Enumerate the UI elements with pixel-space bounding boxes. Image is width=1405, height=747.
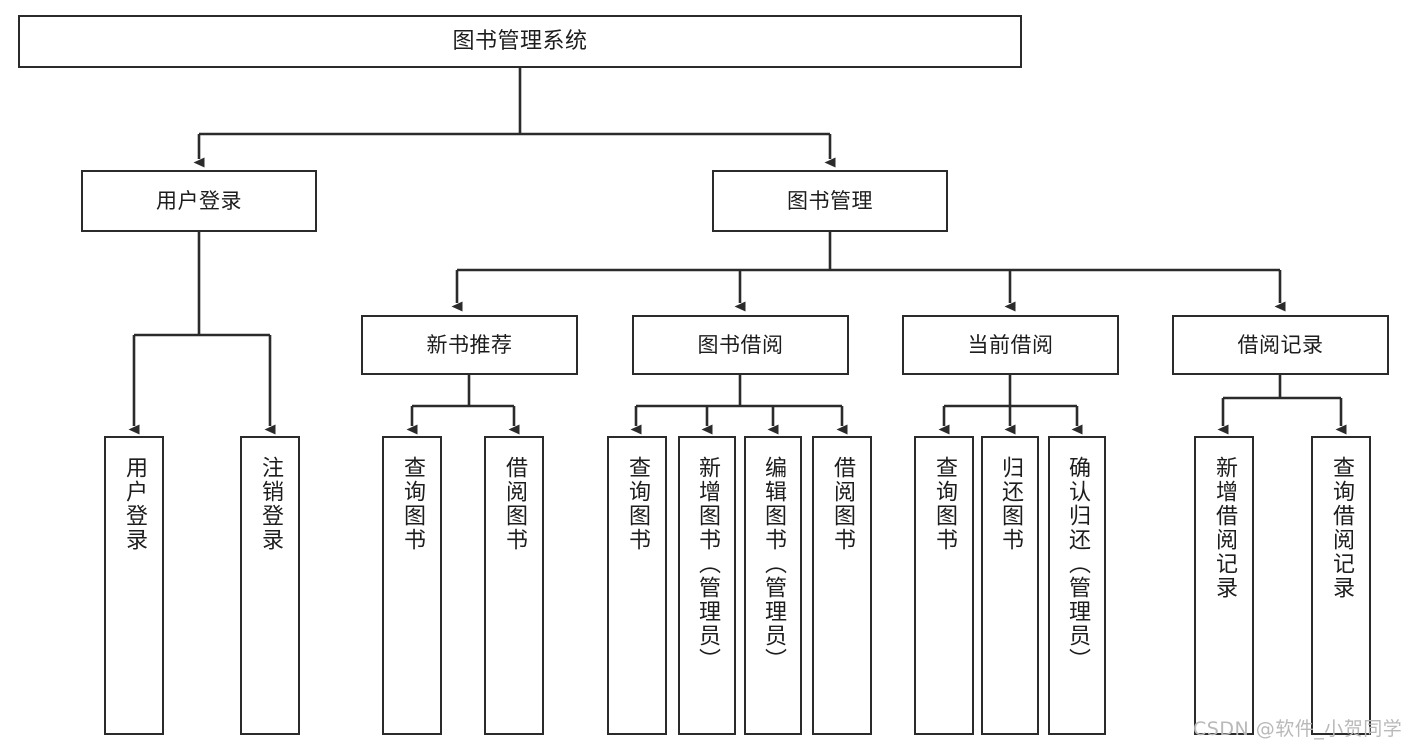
node-label: 查询图书	[399, 456, 425, 552]
node-label: 新书推荐	[426, 332, 513, 357]
leaf-borrow-book[interactable]: 借阅图书	[812, 436, 872, 735]
leaf-query-borrow-record[interactable]: 查询借阅记录	[1311, 436, 1371, 735]
csdn-watermark: CSDN @软件_小贺同学	[1193, 718, 1403, 740]
node-label: 查询借阅记录	[1328, 456, 1354, 600]
leaf-add-borrow-record[interactable]: 新增借阅记录	[1194, 436, 1254, 735]
node-label: 新增借阅记录	[1211, 456, 1237, 600]
leaf-logout[interactable]: 注销登录	[240, 436, 300, 735]
node-label: 用户登录	[121, 456, 147, 552]
node-label: 图书管理系统	[452, 28, 588, 54]
leaf-query-book-borrow[interactable]: 查询图书	[607, 436, 667, 735]
node-root-book-management-system[interactable]: 图书管理系统	[18, 15, 1022, 68]
leaf-user-login[interactable]: 用户登录	[104, 436, 164, 735]
node-label: 借阅图书	[829, 456, 855, 552]
node-label: 查询图书	[931, 456, 957, 552]
node-label: 当前借阅	[967, 332, 1054, 357]
node-current-borrow[interactable]: 当前借阅	[902, 315, 1119, 375]
leaf-confirm-return-admin[interactable]: 确认归还（管理员）	[1048, 436, 1106, 735]
node-label: 确认归还（管理员）	[1064, 456, 1090, 672]
leaf-edit-book-admin[interactable]: 编辑图书（管理员）	[744, 436, 802, 735]
node-new-book-recommend[interactable]: 新书推荐	[361, 315, 578, 375]
node-label: 查询图书	[624, 456, 650, 552]
leaf-borrow-book-recommend[interactable]: 借阅图书	[484, 436, 544, 735]
node-label: 归还图书	[997, 456, 1023, 552]
leaf-return-book[interactable]: 归还图书	[981, 436, 1039, 735]
node-book-management[interactable]: 图书管理	[712, 170, 948, 232]
node-label: 图书管理	[787, 188, 873, 213]
leaf-query-book-recommend[interactable]: 查询图书	[382, 436, 442, 735]
node-label: 新增图书（管理员）	[694, 456, 720, 672]
leaf-query-book-current[interactable]: 查询图书	[914, 436, 974, 735]
node-label: 借阅图书	[501, 456, 527, 552]
node-user-login[interactable]: 用户登录	[81, 170, 317, 232]
node-label: 借阅记录	[1237, 332, 1324, 357]
node-label: 注销登录	[257, 456, 283, 552]
node-label: 图书借阅	[697, 332, 784, 357]
node-borrow-record[interactable]: 借阅记录	[1172, 315, 1389, 375]
leaf-add-book-admin[interactable]: 新增图书（管理员）	[678, 436, 736, 735]
node-label: 用户登录	[156, 188, 242, 213]
node-label: 编辑图书（管理员）	[760, 456, 786, 672]
node-book-borrow[interactable]: 图书借阅	[632, 315, 849, 375]
